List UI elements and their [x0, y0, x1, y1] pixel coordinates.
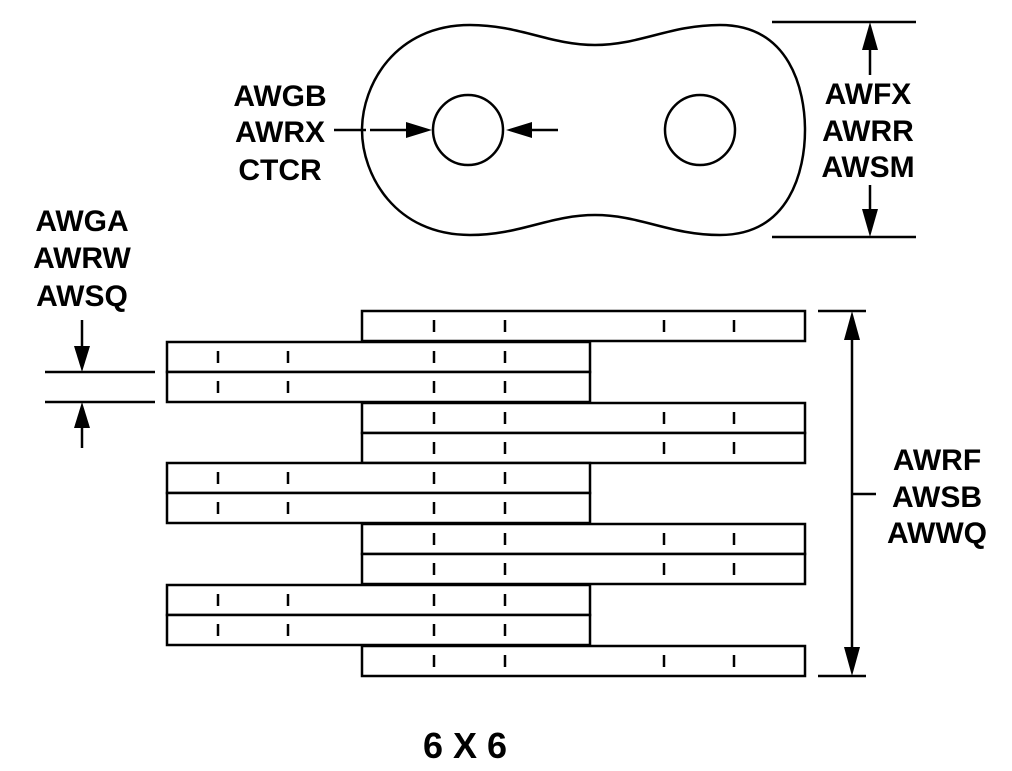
overall-width-code-2: AWSB	[892, 481, 982, 514]
ticks-left-rows	[216, 351, 507, 636]
plate-right-1	[360, 309, 807, 343]
plate-right-5	[360, 552, 807, 586]
plate-right-4	[360, 522, 807, 556]
pin-hidden-lines	[216, 320, 736, 667]
pin-diameter-code-1: AWGB	[233, 80, 326, 113]
plate-right-2	[360, 401, 807, 435]
link-height-code-2: AWRR	[822, 115, 914, 148]
pin-diameter-callout: AWGB AWRX CTCR	[233, 80, 558, 187]
pin-diameter-code-2: AWRX	[235, 116, 325, 149]
plate-left-2	[165, 370, 592, 404]
plate-right-3	[360, 431, 807, 465]
plate-thickness-code-2: AWRW	[33, 242, 131, 275]
plate-left-5	[165, 583, 592, 617]
overall-width-code-3: AWWQ	[887, 517, 987, 550]
link-height-code-1: AWFX	[825, 78, 912, 111]
link-plate-top-view	[360, 23, 807, 237]
plate-left-1	[165, 340, 592, 374]
plate-stack-side-view	[165, 309, 807, 678]
pin-diameter-code-3: CTCR	[238, 154, 322, 187]
plate-right-6	[360, 644, 807, 678]
ticks-right-rows	[432, 320, 736, 667]
link-plate-outline	[360, 23, 807, 237]
plate-left-6	[165, 613, 592, 647]
chain-size-caption: 6 X 6	[423, 725, 507, 766]
plate-thickness-code-1: AWGA	[35, 205, 128, 238]
plate-left-3	[165, 461, 592, 495]
link-height-callout: AWFX AWRR AWSM	[772, 20, 916, 239]
plate-thickness-callout: AWGA AWRW AWSQ	[33, 205, 155, 448]
pin-hole-right	[663, 93, 737, 167]
pin-hole-left	[431, 93, 505, 167]
overall-width-code-1: AWRF	[893, 444, 981, 477]
link-height-code-3: AWSM	[821, 151, 914, 184]
plate-thickness-code-3: AWSQ	[36, 280, 128, 313]
plate-left-4	[165, 491, 592, 525]
overall-width-callout: AWRF AWSB AWWQ	[818, 309, 987, 678]
